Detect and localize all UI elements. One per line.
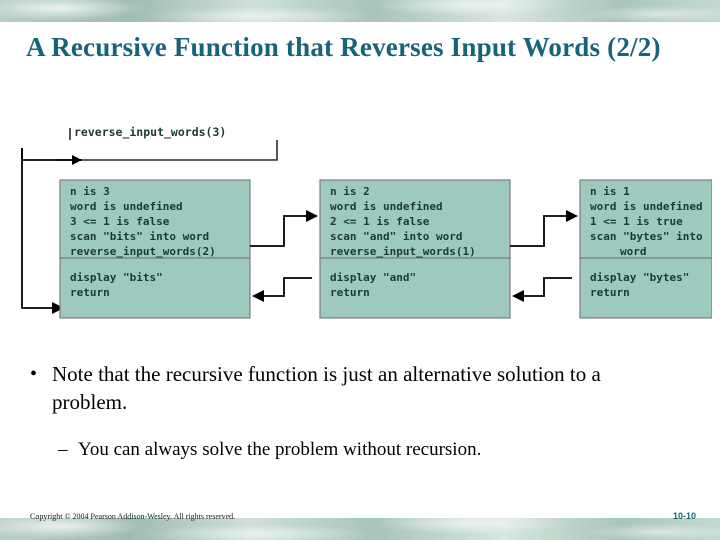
- frame-1-upper-line-0: n is 3: [70, 185, 110, 198]
- call-arrow-1-2-head: [306, 210, 318, 222]
- call-arrow-1-2: [250, 215, 308, 247]
- top-call-connector: [56, 128, 278, 161]
- frame-3-upper-line-3: scan "bytes" into: [590, 230, 703, 243]
- frame-3-upper-line-2: 1 <= 1 is true: [590, 215, 683, 228]
- frame-3-lower-line-1: return: [590, 286, 630, 299]
- return-arrow-3-2: [522, 277, 572, 297]
- frame-3-upper-line-4: word: [620, 245, 647, 258]
- bullet-marker: •: [30, 363, 38, 385]
- return-arrow-2-1-head: [252, 290, 264, 302]
- bullet-item: • Note that the recursive function is ju…: [30, 360, 670, 416]
- sub-bullet-marker: –: [58, 439, 68, 460]
- frame-2-upper-line-3: scan "and" into word: [330, 230, 462, 243]
- frame-2-lower-line-0: display "and": [330, 271, 416, 284]
- return-outer-arrow-head: [52, 302, 64, 314]
- frame-2-upper-line-0: n is 2: [330, 185, 370, 198]
- frame-3-lower-line-0: display "bytes": [590, 271, 689, 284]
- page-number: 10-10: [672, 511, 696, 521]
- decorative-top-band: [0, 0, 720, 22]
- frame-1-upper-line-2: 3 <= 1 is false: [70, 215, 170, 228]
- bullet-text: Note that the recursive function is just…: [52, 362, 601, 414]
- frame-2-upper-line-2: 2 <= 1 is false: [330, 215, 430, 228]
- frame-2-upper-line-4: reverse_input_words(1): [330, 245, 476, 258]
- frame-3-upper-line-1: word is undefined: [590, 200, 703, 213]
- copyright-notice: Copyright © 2004 Pearson Addison-Wesley.…: [30, 512, 236, 521]
- recursion-diagram: reverse_input_words(3) n is: [12, 118, 712, 338]
- frame-3: n is 1 word is undefined 1 <= 1 is true …: [579, 179, 712, 319]
- sub-bullet-text: You can always solve the problem without…: [78, 439, 482, 460]
- entry-arrow-head: [72, 155, 82, 165]
- call-arrow-2-3-head: [566, 210, 578, 222]
- top-call-label: reverse_input_words(3): [74, 125, 226, 140]
- frame-1: n is 3 word is undefined 3 <= 1 is false…: [59, 179, 251, 319]
- return-arrow-2-1: [262, 277, 312, 297]
- page-title: A Recursive Function that Reverses Input…: [26, 32, 661, 62]
- frame-2: n is 2 word is undefined 2 <= 1 is false…: [319, 179, 511, 319]
- frame-1-upper-line-4: reverse_input_words(2): [70, 245, 216, 258]
- frame-3-upper-line-0: n is 1: [590, 185, 630, 198]
- frame-1-upper-line-1: word is undefined: [70, 200, 183, 213]
- frame-1-upper-line-3: scan "bits" into word: [70, 230, 209, 243]
- decorative-bottom-band: [0, 518, 720, 540]
- return-arrow-3-2-head: [512, 290, 524, 302]
- return-outer-path: [21, 148, 54, 309]
- frame-2-lower-line-1: return: [330, 286, 370, 299]
- frame-1-lower-line-0: display "bits": [70, 271, 163, 284]
- frame-1-lower-line-1: return: [70, 286, 110, 299]
- top-call-label-group: reverse_input_words(3): [74, 125, 226, 140]
- call-arrow-2-3: [510, 215, 568, 247]
- frame-2-upper-line-1: word is undefined: [330, 200, 443, 213]
- sub-bullet-item: – You can always solve the problem witho…: [58, 437, 678, 463]
